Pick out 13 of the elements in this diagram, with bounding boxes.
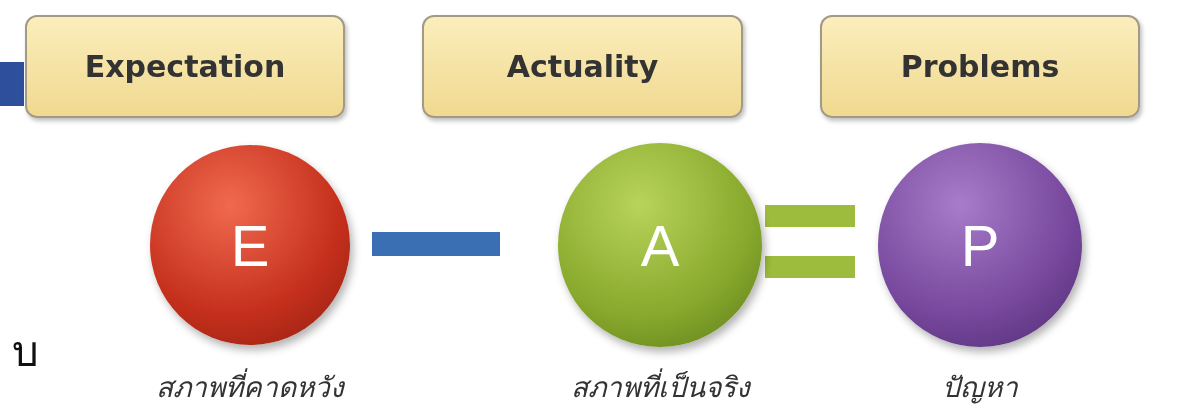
node-label: สภาพที่เป็นจริง [500, 365, 820, 409]
header-box [820, 15, 1140, 118]
header-box [422, 15, 743, 118]
text-fragment: บ [12, 326, 39, 378]
circle-letter: E [230, 211, 270, 279]
node-label: สภาพที่คาดหวัง [90, 365, 410, 409]
node-label: ปัญหา [941, 370, 1019, 406]
header-label: Expectation [84, 49, 286, 84]
header-box [25, 15, 345, 118]
header-label: Actuality [506, 49, 659, 84]
header-label: Problems [900, 49, 1060, 84]
circle-letter: A [640, 211, 680, 279]
circle-letter: P [960, 211, 1000, 279]
